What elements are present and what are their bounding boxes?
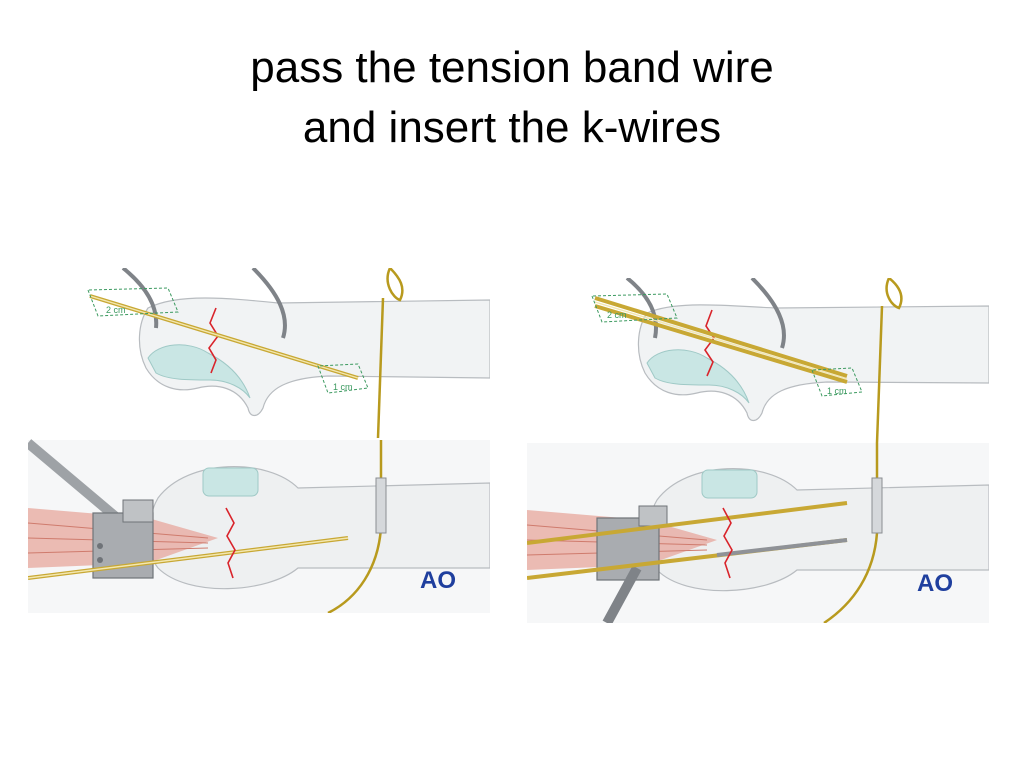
dim-label-bottom-right: 1 cm <box>827 386 847 396</box>
illustration-right: 2 cm 1 cm AO <box>527 278 989 623</box>
title-line-1: pass the tension band wire <box>250 43 774 92</box>
posterior-view: AO <box>28 439 490 613</box>
illustration-left: 2 cm 1 cm <box>28 268 490 613</box>
dim-label-top-right: 2 cm <box>607 310 627 320</box>
title-line-2: and insert the k-wires <box>302 103 722 152</box>
lateral-view-right: 2 cm 1 cm <box>527 278 989 444</box>
dim-label-bottom: 1 cm <box>333 382 353 392</box>
lateral-view: 2 cm 1 cm <box>28 268 490 439</box>
illustration-left-svg: 2 cm 1 cm <box>28 268 490 613</box>
slide-title: pass the tension band wire and insert th… <box>0 38 1024 158</box>
dim-label-top: 2 cm <box>106 305 126 315</box>
ao-logo: AO <box>420 567 456 594</box>
illustration-right-svg: 2 cm 1 cm AO <box>527 278 989 623</box>
ao-logo-right: AO <box>917 570 953 597</box>
posterior-view-right: AO <box>527 443 989 623</box>
